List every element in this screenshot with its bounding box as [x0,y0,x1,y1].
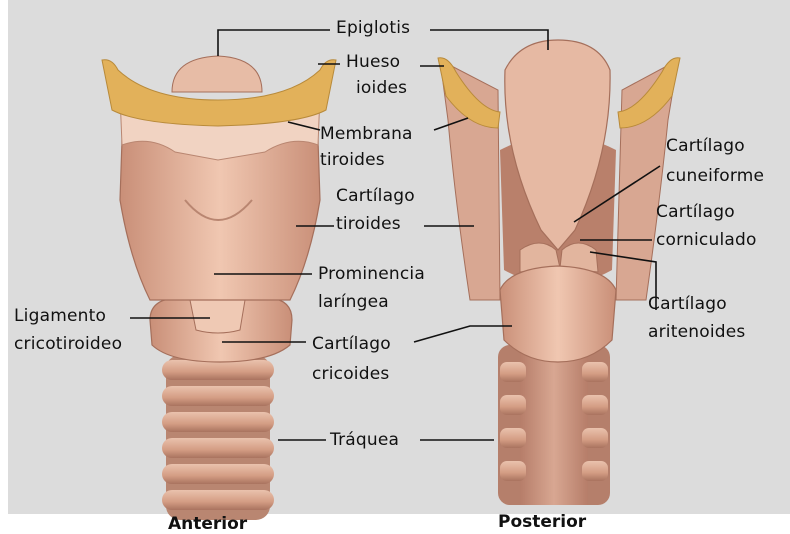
label-membrana-tiroides-line2: tiroides [320,148,385,173]
posterior-larynx [438,40,680,505]
label-cartilago-tiroides-line1: Cartílago [336,184,415,209]
anterior-epiglottis [172,56,262,92]
view-title-posterior: Posterior [498,512,586,532]
anterior-cricothyroid-ligament [190,295,245,333]
label-cricoides-line2: cricoides [312,362,389,387]
label-ligamento-line1: Ligamento [14,304,106,329]
label-ligamento-line2: cricotiroideo [14,332,122,357]
label-epiglotis: Epiglotis [336,16,410,41]
label-prominencia-line2: laríngea [318,290,389,315]
label-prominencia-line1: Prominencia [318,262,425,287]
label-aritenoides-line1: Cartílago [648,292,727,317]
label-cuneiforme-line2: cuneiforme [666,164,764,189]
posterior-trachea [498,345,610,505]
label-aritenoides-line2: aritenoides [648,320,745,345]
label-corniculado-line1: Cartílago [656,200,735,225]
leader-epiglotis-anterior [218,30,330,56]
label-hueso-ioides-line2: ioides [356,76,407,101]
label-membrana-tiroides-line1: Membrana [320,122,413,147]
leader-cricoides-posterior [414,326,512,342]
label-hueso-ioides-line1: Hueso [346,50,400,75]
view-title-anterior: Anterior [168,514,247,534]
anterior-trachea [162,355,274,520]
label-cricoides-line1: Cartílago [312,332,391,357]
label-cartilago-tiroides-line2: tiroides [336,212,401,237]
label-corniculado-line2: corniculado [656,228,757,253]
posterior-cricoid-lamina [500,266,616,362]
label-traquea: Tráquea [330,428,399,453]
label-cuneiforme-line1: Cartílago [666,134,745,159]
anterior-thyroid-cartilage [120,137,320,300]
